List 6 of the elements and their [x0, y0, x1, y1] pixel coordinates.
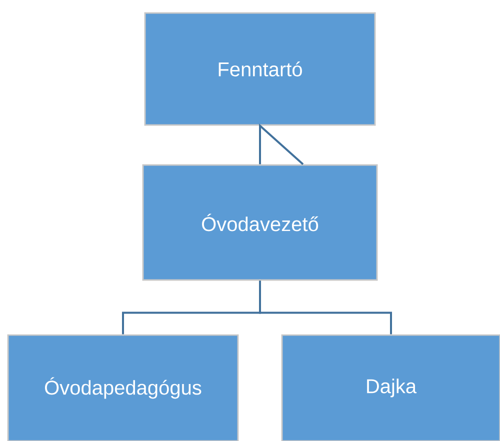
org-box: Dajka [281, 334, 500, 441]
org-box: Fenntartó [144, 12, 376, 126]
org-box: Óvodapedagógus [7, 334, 239, 441]
connector-line [259, 280, 392, 334]
org-box: Óvodavezető [142, 164, 378, 281]
connector-line [259, 124, 304, 165]
